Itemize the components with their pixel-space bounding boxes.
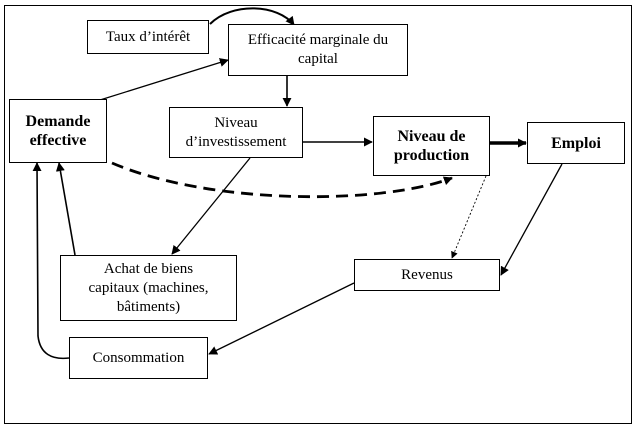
edge-taux-to-efficacite <box>209 7 295 26</box>
node-niveau-investissement-label: Niveau d’investissement <box>185 114 287 150</box>
node-efficacite-marginale: Efficacité marginale du capital <box>228 24 408 76</box>
node-niveau-production: Niveau de production <box>373 116 490 176</box>
node-emploi-label: Emploi <box>551 134 601 152</box>
node-achat-biens-capitaux: Achat de biens capitaux (machines, bâtim… <box>60 255 237 321</box>
node-revenus-label: Revenus <box>401 266 453 283</box>
edge-revenus-to-consommation <box>208 282 355 355</box>
edge-consommation-to-demande <box>32 162 70 360</box>
node-emploi: Emploi <box>527 122 625 164</box>
node-demande-effective: Demande effective <box>9 99 107 163</box>
edge-achat-to-demande <box>55 162 76 256</box>
edge-demande-to-production <box>111 161 453 199</box>
node-demande-effective-label: Demande effective <box>25 113 91 149</box>
edge-demande-to-efficacite <box>99 58 229 101</box>
node-niveau-investissement: Niveau d’investissement <box>169 107 303 158</box>
edge-investissement-to-achat <box>171 157 251 255</box>
diagram-frame <box>4 5 632 424</box>
edge-emploi-to-revenus <box>500 163 563 276</box>
edge-production-to-revenus <box>451 175 487 259</box>
node-niveau-production-label: Niveau de production <box>393 128 470 164</box>
node-taux-interet: Taux d’intérêt <box>87 20 209 54</box>
node-consommation-label: Consommation <box>92 349 185 366</box>
node-efficacite-marginale-label: Efficacité marginale du capital <box>247 32 389 67</box>
node-revenus: Revenus <box>354 259 500 291</box>
node-taux-interet-label: Taux d’intérêt <box>105 28 191 45</box>
node-consommation: Consommation <box>69 337 208 379</box>
node-achat-biens-capitaux-label: Achat de biens capitaux (machines, bâtim… <box>88 260 209 315</box>
